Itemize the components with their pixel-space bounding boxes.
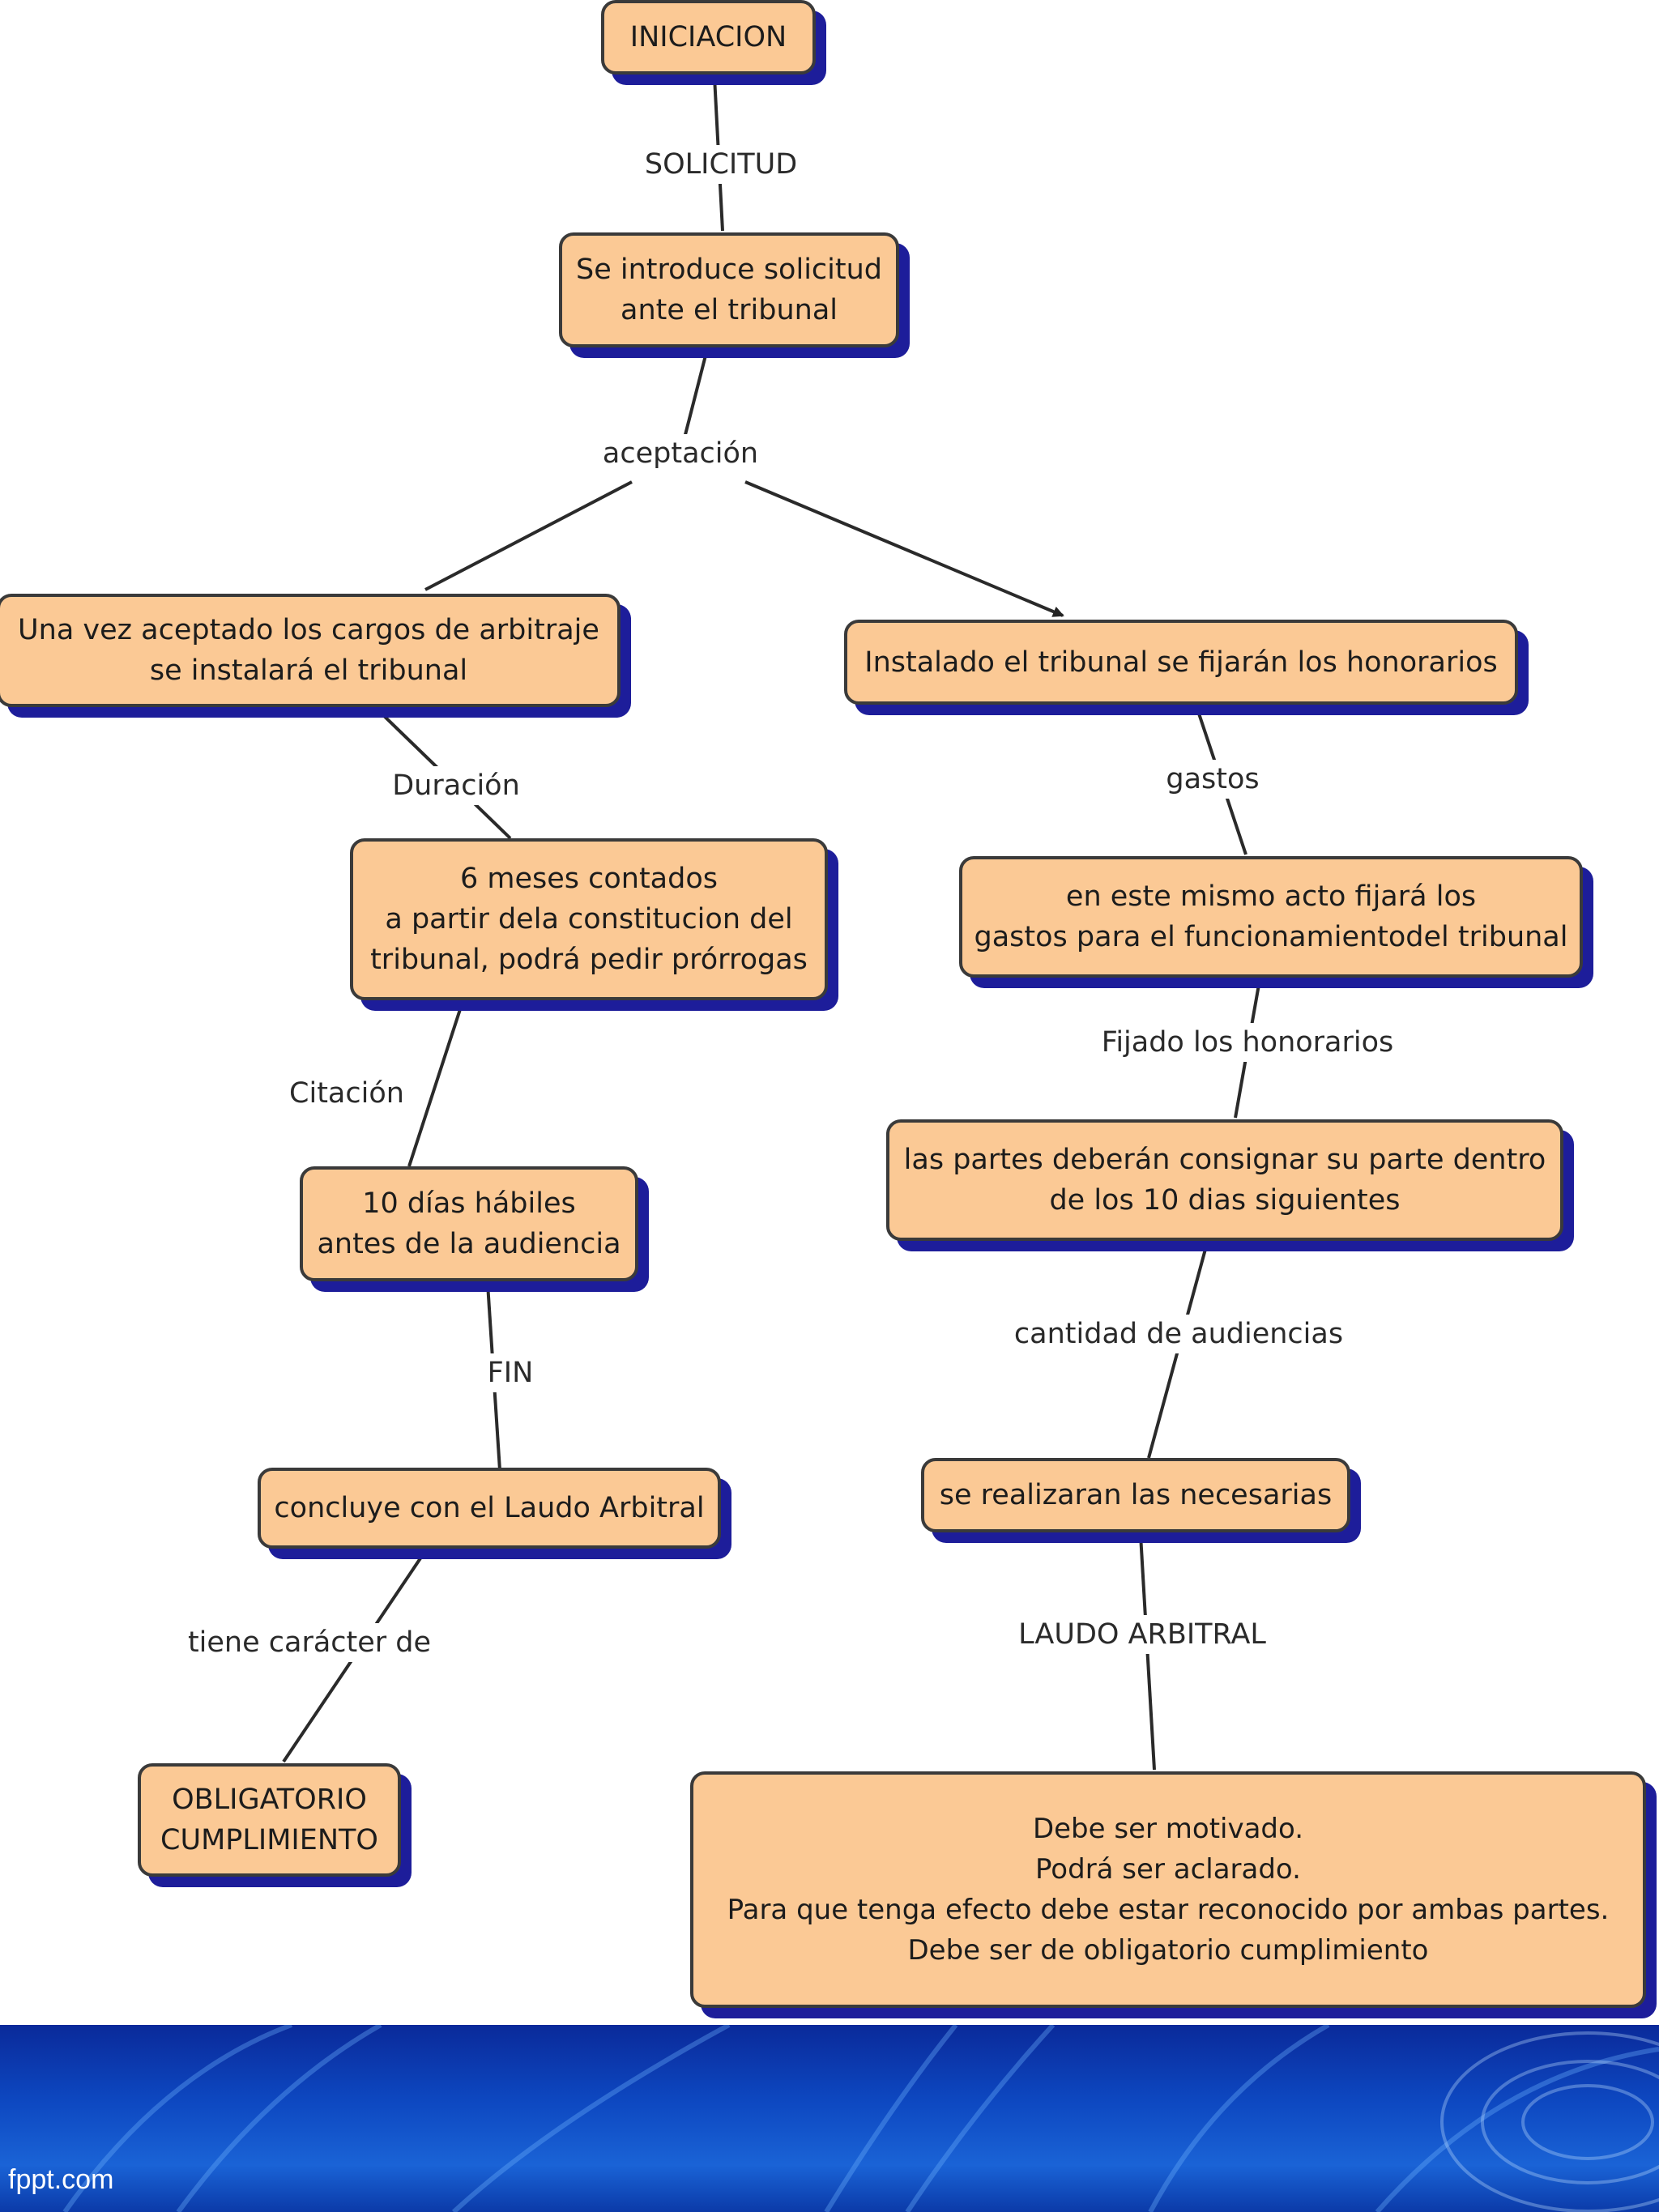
node-obligatorio: OBLIGATORIO CUMPLIMIENTO xyxy=(138,1763,401,1877)
concept-map: INICIACION Se introduce solicitud ante e… xyxy=(0,0,1646,2008)
connector-aceptacion-instalacion xyxy=(424,480,633,591)
link-label-duracion: Duración xyxy=(384,766,528,805)
link-label-aceptacion: aceptación xyxy=(594,434,767,473)
footer-banner: fppt.com xyxy=(0,2025,1659,2212)
node-honorarios: Instalado el tribunal se fijarán los hon… xyxy=(844,620,1518,705)
link-label-tiene-caracter: tiene carácter de xyxy=(179,1623,440,1662)
node-laudo: concluye con el Laudo Arbitral xyxy=(258,1468,721,1549)
footer-site-text: fppt.com xyxy=(8,2164,114,2195)
connector-seis-meses-diez-dias xyxy=(407,1004,463,1167)
node-instalacion-tribunal: Una vez aceptado los cargos de arbitraje… xyxy=(0,594,621,707)
node-seis-meses: 6 meses contados a partir dela constituc… xyxy=(350,838,828,1000)
node-necesarias: se realizaran las necesarias xyxy=(921,1458,1350,1532)
banner-swoosh-decoration xyxy=(62,2025,1659,2212)
link-label-fin: FIN xyxy=(479,1353,542,1392)
link-label-citacion: Citación xyxy=(281,1074,412,1113)
node-diez-dias: 10 días hábiles antes de la audiencia xyxy=(300,1166,638,1281)
link-label-gastos: gastos xyxy=(1158,760,1268,799)
link-label-cantidad: cantidad de audiencias xyxy=(1005,1315,1352,1353)
node-consignar: las partes deberán consignar su parte de… xyxy=(886,1119,1563,1241)
connector-aceptacion-honorarios xyxy=(744,480,1064,617)
link-label-solicitud: SOLICITUD xyxy=(636,145,806,184)
link-label-fijado: Fijado los honorarios xyxy=(1093,1023,1402,1062)
node-laudo-detalle: Debe ser motivado. Podrá ser aclarado. P… xyxy=(690,1771,1646,2008)
node-gastos-funcionamiento: en este mismo acto fijará los gastos par… xyxy=(959,856,1583,978)
node-solicitud-tribunal: Se introduce solicitud ante el tribunal xyxy=(559,232,899,347)
link-label-laudo-arbitral: LAUDO ARBITRAL xyxy=(1010,1615,1274,1654)
node-iniciacion: INICIACION xyxy=(601,0,816,75)
